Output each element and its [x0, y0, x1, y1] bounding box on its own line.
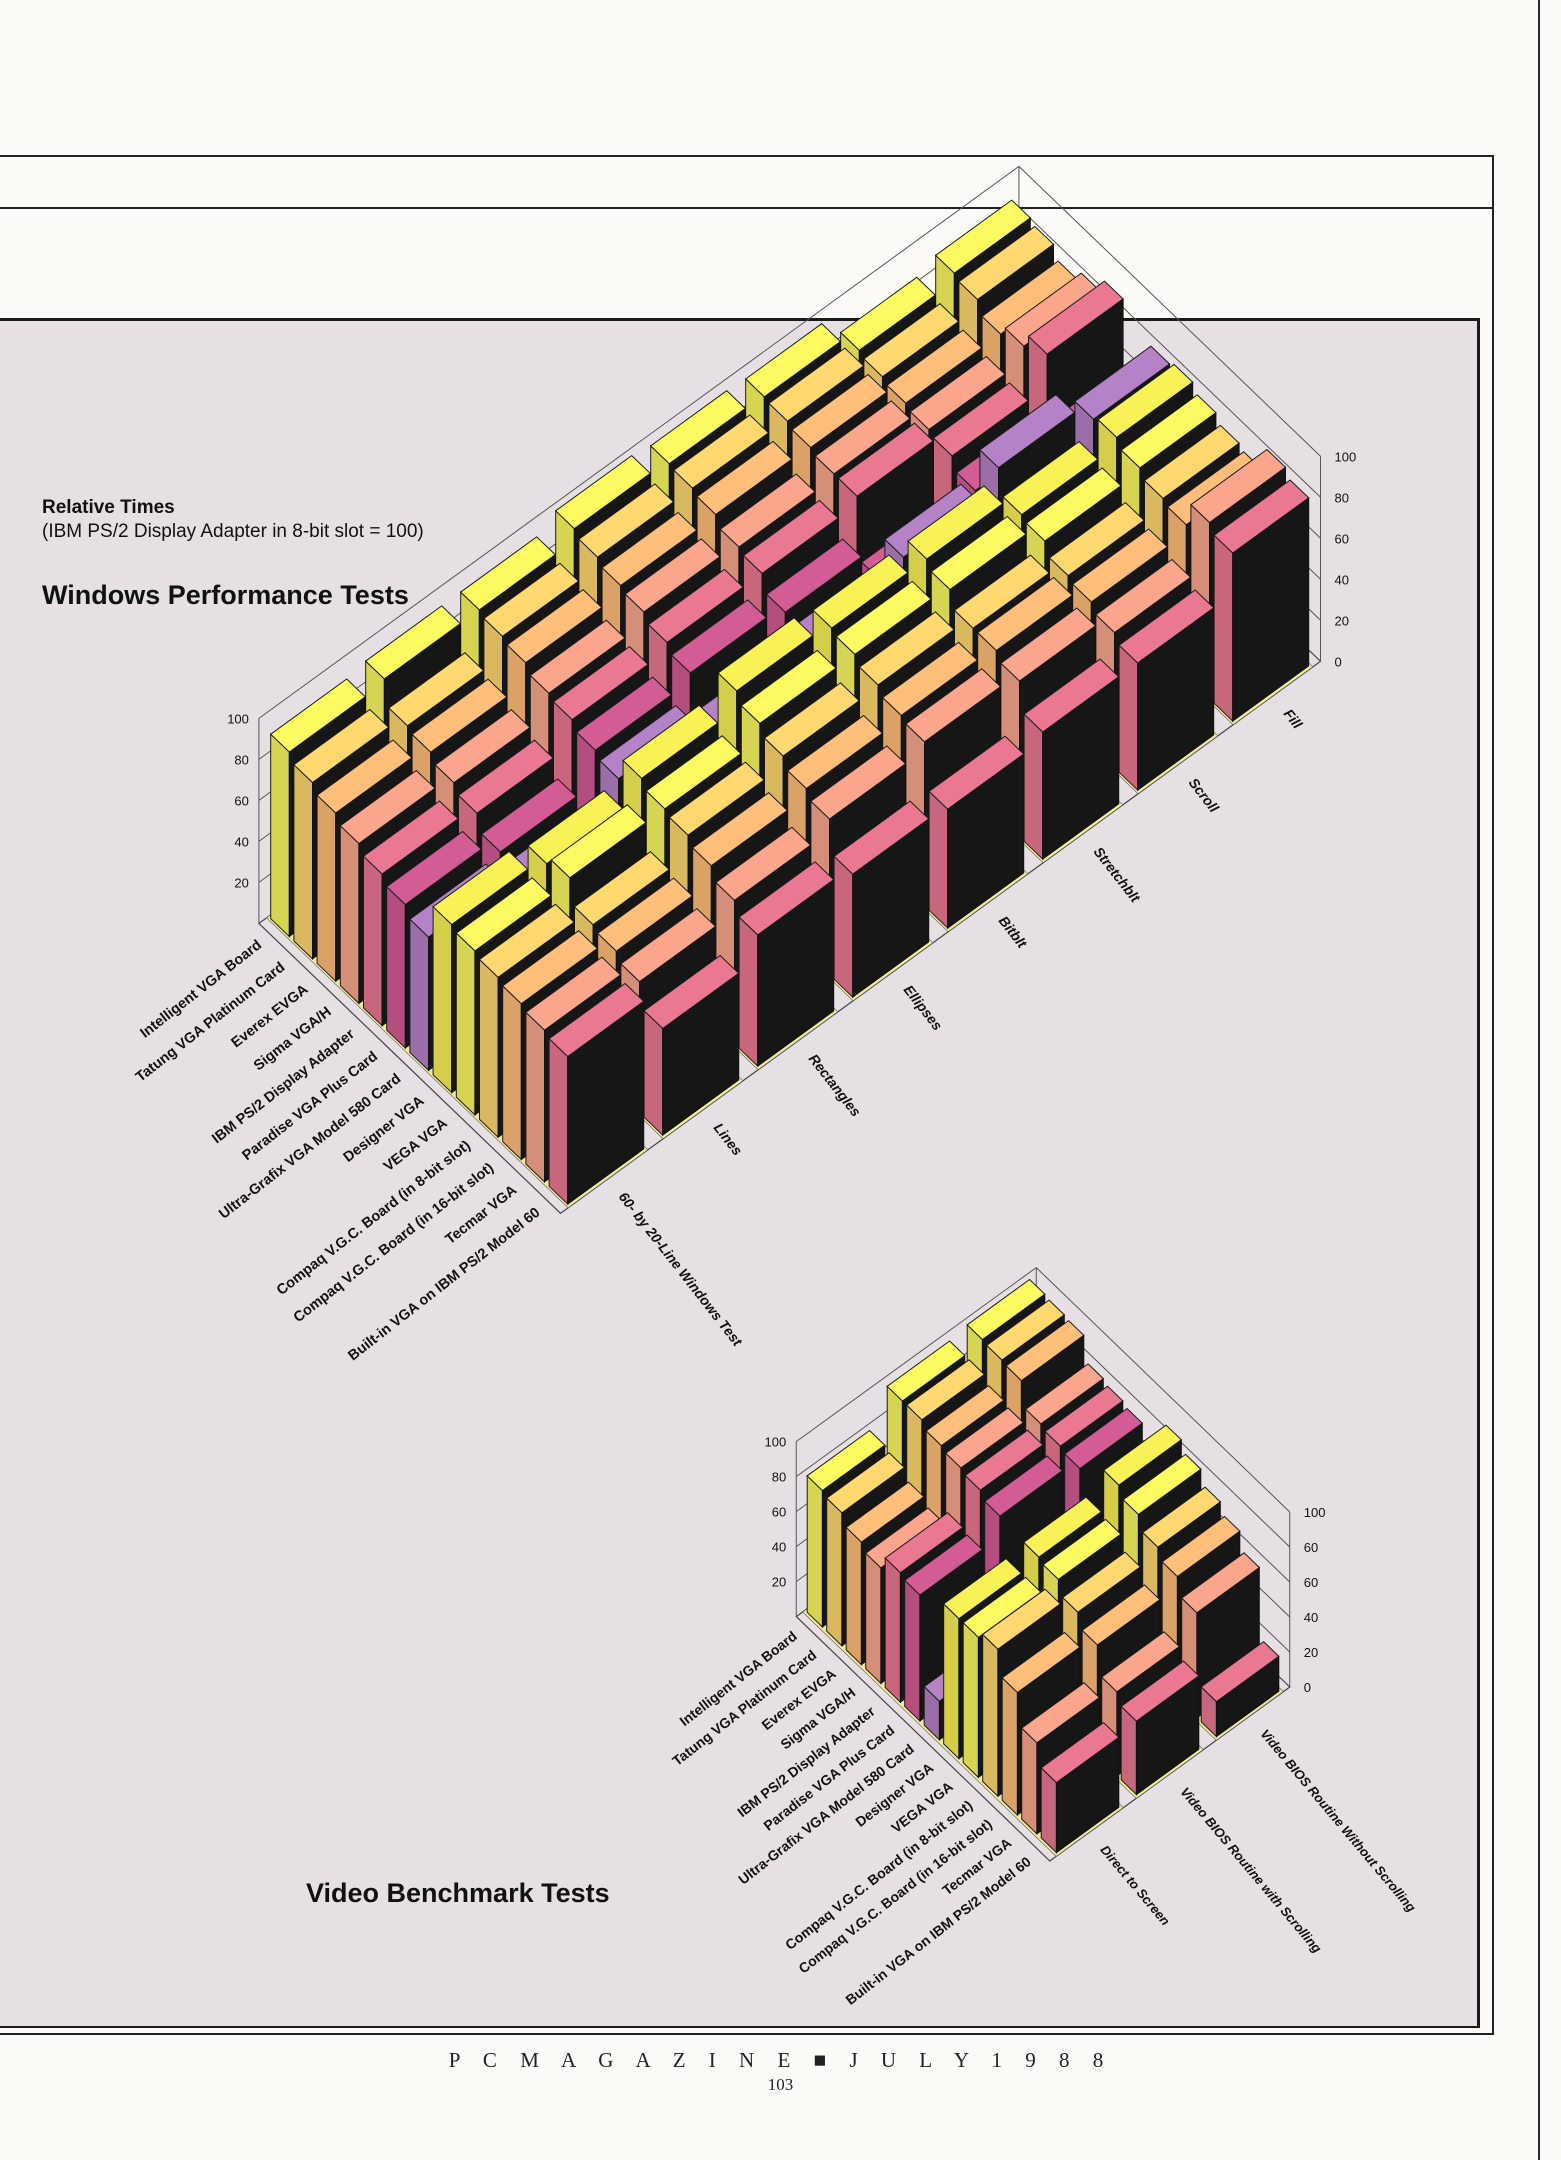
win-back-tick: 80	[1335, 490, 1349, 505]
vid-bar-s0-c12	[1040, 1721, 1120, 1854]
vid-series-label: Direct to Screen	[1097, 1842, 1173, 1928]
win-bar-s5-c12	[1023, 658, 1120, 861]
win-front-tick: 60	[234, 793, 248, 808]
win-front-tick: 80	[234, 752, 248, 767]
win-bars	[266, 199, 1314, 1209]
vid-back-tick: 40	[1304, 1610, 1318, 1625]
windows-chart-title: Windows Performance Tests	[42, 580, 409, 610]
vid-front-tick: 20	[772, 1575, 786, 1590]
page-frame	[0, 155, 1494, 2035]
vid-back-tick: 100	[1304, 1505, 1326, 1520]
vid-back-tick: 60	[1304, 1575, 1318, 1590]
win-back-tick: 0	[1335, 654, 1342, 669]
win-wall-line	[1018, 165, 1321, 457]
win-front-tick: 20	[234, 875, 248, 890]
vid-front-tick: 80	[772, 1470, 786, 1485]
win-bar-s7-c12	[1213, 479, 1310, 723]
win-back-tick: 60	[1335, 531, 1349, 546]
video-chart-title: Video Benchmark Tests	[306, 1878, 610, 1908]
vid-wall-line	[795, 1267, 1037, 1443]
vid-category-label: Compaq V.G.C. Board (in 16-bit slot)	[795, 1816, 994, 1977]
footer-page-number: 103	[767, 2075, 794, 2094]
vid-bar-s1-c12	[1120, 1660, 1200, 1796]
vid-back-tick: 20	[1304, 1645, 1318, 1660]
relative-times-subtitle: (IBM PS/2 Display Adapter in 8-bit slot …	[42, 521, 424, 542]
frame-rule	[0, 207, 1492, 209]
vid-front-tick: 100	[765, 1435, 787, 1450]
win-front-tick: 40	[234, 834, 248, 849]
win-back-tick: 100	[1335, 449, 1357, 464]
vid-bar-s2-c12	[1200, 1640, 1280, 1738]
vid-back-tick: 0	[1304, 1680, 1311, 1695]
vid-series-label: Video BIOS Routine Without Scrolling	[1257, 1726, 1419, 1914]
win-back-tick: 40	[1335, 572, 1349, 587]
win-bar-s2-c12	[738, 861, 835, 1068]
win-bar-s3-c12	[833, 800, 930, 999]
footer-magazine: P C M A G A Z I N E ■ J U L Y 1 9 8 8	[448, 2048, 1113, 2072]
win-front-tick: 100	[227, 711, 249, 726]
vid-back-tick: 60	[1304, 1540, 1318, 1555]
vid-series-label: Video BIOS Routine with Scrolling	[1177, 1784, 1324, 1955]
win-bar-s4-c12	[928, 735, 1025, 930]
win-back-tick: 20	[1335, 613, 1349, 628]
win-bar-s1-c12	[643, 954, 740, 1137]
win-wall-line	[1018, 206, 1321, 498]
win-bar-s0-c12	[548, 982, 645, 1206]
win-bar-s6-c12	[1118, 589, 1215, 792]
vid-front-tick: 40	[772, 1540, 786, 1555]
win-wall-line	[258, 165, 1020, 719]
vid-wall-line	[1035, 1267, 1291, 1513]
relative-times-title: Relative Times	[42, 497, 175, 518]
vid-front-tick: 60	[772, 1505, 786, 1520]
vid-bars	[802, 1278, 1284, 1857]
gutter-rule	[1538, 0, 1540, 2160]
